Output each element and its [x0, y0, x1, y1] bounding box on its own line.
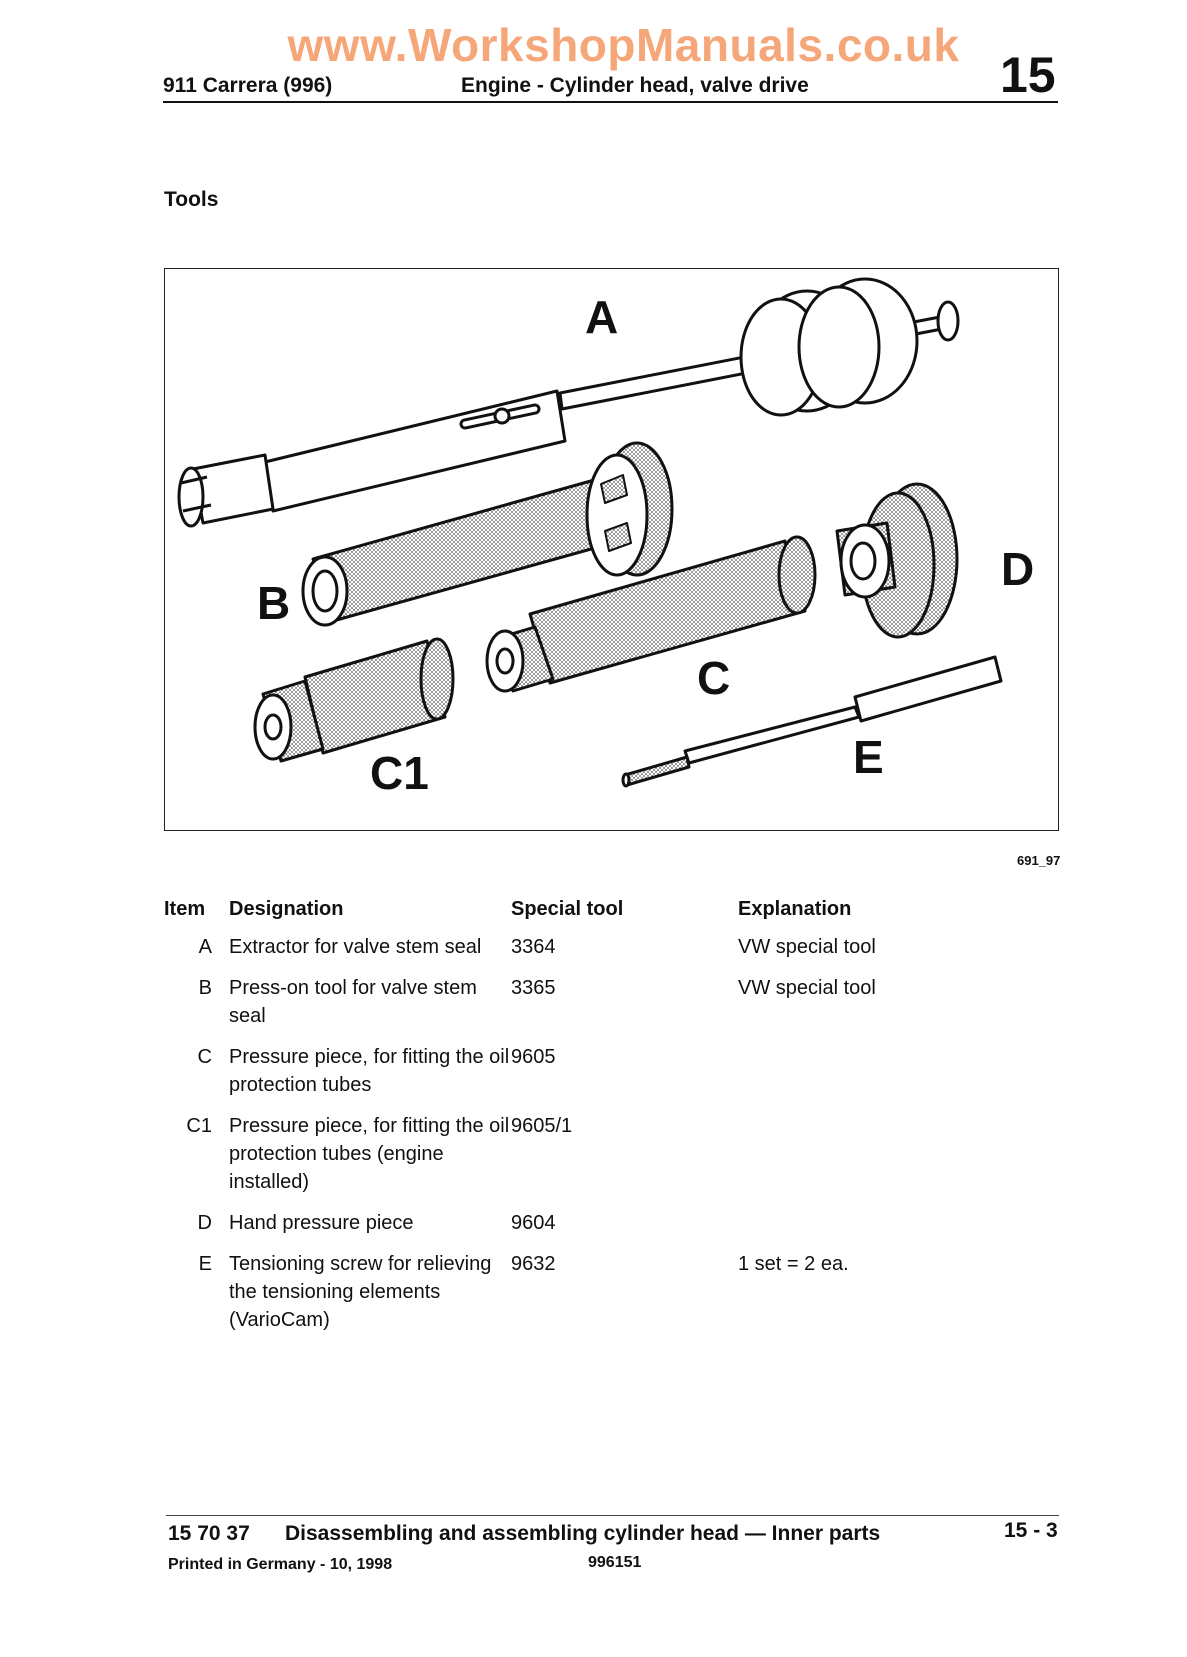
row-special-tool: 9632: [511, 1253, 556, 1275]
footer-rule: [166, 1515, 1059, 1516]
figure-label-c: C: [697, 652, 730, 704]
tools-illustration: A B C C1 D E: [177, 277, 1034, 799]
row-designation: Pressure piece, for fitting the oil prot…: [229, 1115, 510, 1193]
row-item: E: [198, 1253, 212, 1275]
tool-c-pressure-piece: [485, 535, 817, 693]
tool-e-tensioning-screw: [621, 655, 1003, 788]
figure-reference: 691_97: [1017, 853, 1061, 868]
header-explanation: Explanation: [738, 898, 852, 920]
row-special-tool: 9604: [511, 1212, 556, 1234]
row-explanation: VW special tool: [738, 936, 876, 958]
tools-figure: A B C C1 D E: [164, 268, 1059, 831]
row-item: C1: [186, 1115, 212, 1137]
header-group-number: 15: [1000, 47, 1056, 103]
tools-table: Item Designation Special tool Explanatio…: [164, 898, 968, 1347]
row-designation: Extractor for valve stem seal: [229, 936, 482, 958]
row-explanation: [738, 1043, 968, 1112]
tool-d-hand-pressure: [835, 482, 959, 639]
row-special-tool: 9605/1: [511, 1115, 573, 1137]
figure-label-c1: C1: [370, 747, 429, 799]
header-designation: Designation: [229, 898, 344, 920]
figure-label-b: B: [257, 577, 290, 629]
row-explanation: [738, 1112, 968, 1209]
footer-printed: Printed in Germany - 10, 1998: [168, 1556, 393, 1573]
figure-label-e: E: [853, 731, 884, 783]
footer-title: Disassembling and assembling cylinder he…: [285, 1522, 881, 1545]
tool-c1-pressure-piece: [253, 637, 455, 763]
tool-a-extractor: [177, 277, 960, 528]
row-designation: Press-on tool for valve stem seal: [229, 977, 477, 1027]
table-row: A Extractor for valve stem seal 3364 VW …: [164, 933, 968, 974]
table-header-row: Item Designation Special tool Explanatio…: [164, 898, 968, 933]
header-title: Engine - Cylinder head, valve drive: [461, 74, 809, 97]
row-item: C: [197, 1046, 212, 1068]
header-model: 911 Carrera (996): [163, 74, 333, 97]
row-special-tool: 9605: [511, 1046, 556, 1068]
header-special-tool: Special tool: [511, 898, 624, 920]
footer-code: 15 70 37: [168, 1522, 250, 1545]
table-row: C Pressure piece, for fitting the oil pr…: [164, 1043, 968, 1112]
row-designation: Hand pressure piece: [229, 1212, 414, 1234]
figure-label-d: D: [1001, 543, 1034, 595]
row-special-tool: 3364: [511, 936, 556, 958]
row-explanation: VW special tool: [738, 977, 876, 999]
section-title: Tools: [164, 188, 219, 211]
row-explanation: 1 set = 2 ea.: [738, 1253, 849, 1275]
row-designation: Tensioning screw for relieving the tensi…: [229, 1253, 492, 1331]
tool-b-press-on: [301, 441, 674, 627]
table-row: E Tensioning screw for relieving the ten…: [164, 1250, 968, 1347]
table-row: B Press-on tool for valve stem seal 3365…: [164, 974, 968, 1043]
footer-doc-number: 996151: [588, 1554, 642, 1571]
row-item: B: [198, 977, 212, 999]
watermark: www.WorkshopManuals.co.uk: [287, 19, 960, 71]
table-row: D Hand pressure piece 9604: [164, 1209, 968, 1250]
row-special-tool: 3365: [511, 977, 556, 999]
row-item: A: [198, 936, 212, 958]
header-item: Item: [164, 898, 206, 920]
row-designation: Pressure piece, for fitting the oil prot…: [229, 1046, 510, 1096]
header-rule: [163, 101, 1058, 103]
row-explanation: [738, 1209, 968, 1250]
row-item: D: [197, 1212, 212, 1234]
table-row: C1 Pressure piece, for fitting the oil p…: [164, 1112, 968, 1209]
footer-page-number: 15 - 3: [1004, 1519, 1058, 1542]
figure-label-a: A: [585, 291, 618, 343]
